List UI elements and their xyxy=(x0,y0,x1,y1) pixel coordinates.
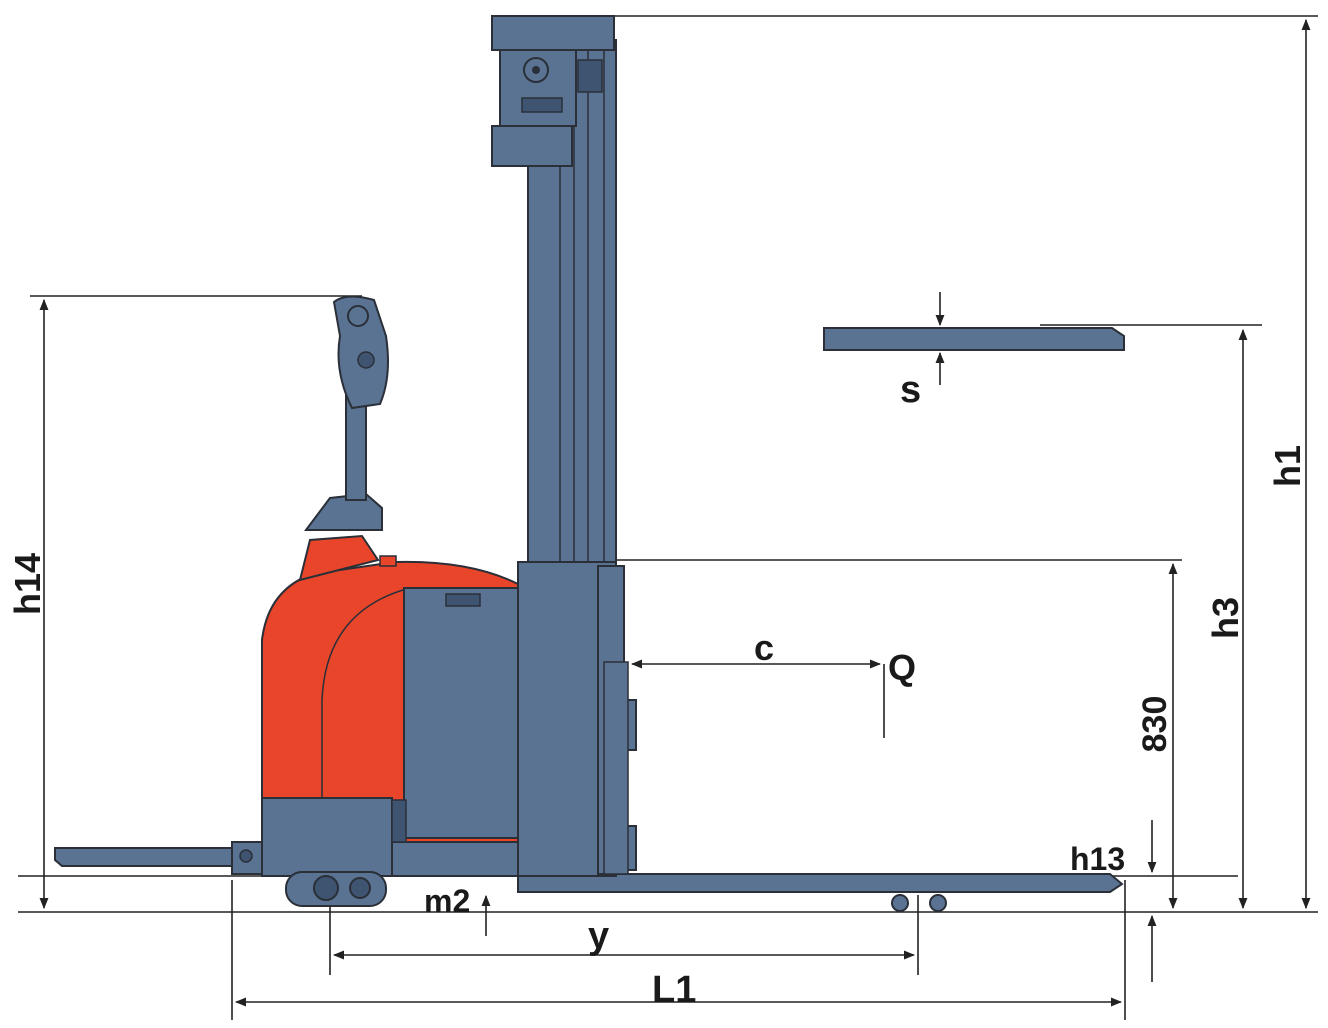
h14-label: h14 xyxy=(7,553,48,615)
tiller-handle xyxy=(332,295,389,501)
dimension-lines xyxy=(39,18,1311,1007)
rear-platform xyxy=(54,841,267,875)
dimension-labels: h1 h3 h14 830 h13 s c Q m2 y L1 xyxy=(7,369,1308,1011)
c-label: c xyxy=(754,627,774,668)
raised-fork xyxy=(823,327,1125,351)
lowered-fork xyxy=(517,873,1124,912)
y-label: y xyxy=(588,915,609,957)
h13-label: h13 xyxy=(1070,841,1125,877)
truck-body xyxy=(261,492,519,877)
h3-label: h3 xyxy=(1205,597,1246,639)
dim-830-label: 830 xyxy=(1136,696,1174,753)
drive-wheel xyxy=(285,871,387,907)
h1-label: h1 xyxy=(1267,445,1308,487)
mast xyxy=(491,15,637,877)
s-label: s xyxy=(900,369,921,411)
m2-label: m2 xyxy=(424,883,470,919)
q-label: Q xyxy=(888,647,916,688)
l1-label: L1 xyxy=(652,969,696,1011)
